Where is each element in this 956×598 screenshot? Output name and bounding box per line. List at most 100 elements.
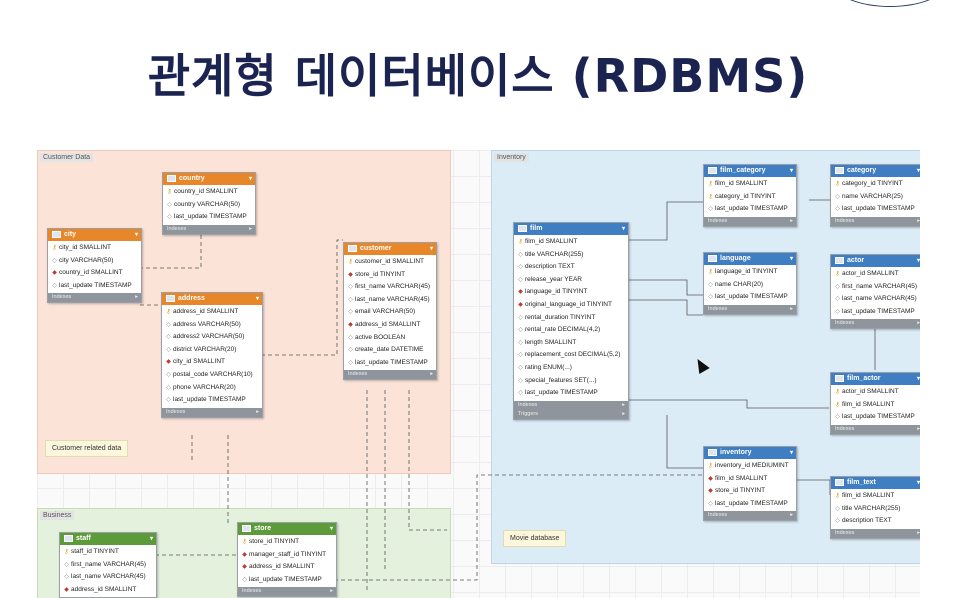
expand-arrow-icon[interactable]: ▸ [622,401,625,408]
table-header[interactable]: store▾ [238,523,336,535]
table-country[interactable]: country▾⚷country_id SMALLINT◇country VAR… [162,172,256,235]
chevron-down-icon[interactable]: ▾ [134,232,138,238]
chevron-down-icon[interactable]: ▾ [329,526,333,532]
table-column: ◆store_id TINYINT [704,485,796,498]
table-actor[interactable]: actor▾⚷actor_id SMALLINT◇first_name VARC… [830,254,920,330]
table-footer[interactable]: Triggers▸ [514,409,628,419]
expand-arrow-icon[interactable]: ▸ [330,588,333,595]
column-text: active BOOLEAN [355,333,406,341]
expand-arrow-icon[interactable]: ▸ [622,410,625,417]
expand-arrow-icon[interactable]: ▸ [917,425,920,432]
column-text: create_date DATETIME [355,346,424,354]
table-staff[interactable]: staff▾⚷staff_id TINYINT◇first_name VARCH… [59,532,157,598]
table-icon [242,524,251,532]
column-text: film_id SMALLINT [842,492,895,499]
table-footer[interactable]: Indexes▸ [163,224,255,234]
expand-arrow-icon[interactable]: ▸ [790,512,793,519]
expand-arrow-icon[interactable]: ▸ [917,217,920,224]
table-header[interactable]: film_category▾ [704,165,796,177]
table-header[interactable]: film_text▾ [831,477,920,489]
table-header[interactable]: film_actor▾ [831,373,920,385]
column-text: release_year YEAR [525,275,582,283]
column-icon: ◇ [52,257,57,264]
table-customer[interactable]: customer▾⚷customer_id SMALLINT◆store_id … [343,242,437,381]
chevron-down-icon[interactable]: ▾ [916,480,920,486]
expand-arrow-icon[interactable]: ▸ [256,408,259,415]
expand-arrow-icon[interactable]: ▸ [249,225,252,232]
table-column: ◇first_name VARCHAR(45) [344,281,436,294]
table-footer[interactable]: Indexes▸ [704,511,796,521]
table-footer[interactable]: Indexes▸ [831,216,920,226]
table-category[interactable]: category▾⚷category_id TINYINT◇name VARCH… [830,164,920,227]
column-text: film_id SMALLINT [715,180,768,187]
table-footer[interactable]: Indexes▸ [831,528,920,538]
table-film-text[interactable]: film_text▾⚷film_id SMALLINT◇title VARCHA… [830,476,920,539]
table-footer[interactable]: Indexes▸ [238,587,336,597]
table-footer[interactable]: Indexes▸ [48,293,141,303]
link-address-customer [261,239,343,356]
table-header[interactable]: country▾ [163,173,255,185]
column-text: last_update TIMESTAMP [842,205,915,213]
table-header[interactable]: customer▾ [344,243,436,255]
link-film-film-actor [627,399,829,409]
link-film-inventory [666,415,703,469]
table-column: ◇name VARCHAR(25) [831,191,920,204]
expand-arrow-icon[interactable]: ▸ [917,320,920,327]
expand-arrow-icon[interactable]: ▸ [917,529,920,536]
column-text: address_id SMALLINT [173,308,239,315]
table-header[interactable]: actor▾ [831,255,920,267]
expand-arrow-icon[interactable]: ▸ [135,294,138,301]
table-footer[interactable]: Indexes▸ [162,407,262,417]
table-film[interactable]: film▾⚷film_id SMALLINT◇title VARCHAR(255… [513,222,629,420]
table-address[interactable]: address▾⚷address_id SMALLINT◇address VAR… [161,292,263,418]
table-column: ◆store_id TINYINT [344,269,436,282]
chevron-down-icon[interactable]: ▾ [916,168,920,174]
table-column: ◇release_year YEAR [514,274,628,287]
table-footer[interactable]: Indexes▸ [704,216,796,226]
column-icon: ◇ [166,321,171,328]
table-header[interactable]: address▾ [162,293,262,305]
table-footer[interactable]: Indexes▸ [514,400,628,410]
table-city[interactable]: city▾⚷city_id SMALLINT◇city VARCHAR(50)◆… [47,228,142,304]
table-column: ◇create_date DATETIME [344,344,436,357]
table-header[interactable]: film▾ [514,223,628,235]
chevron-down-icon[interactable]: ▾ [916,376,920,382]
table-store[interactable]: store▾⚷store_id TINYINT◆manager_staff_id… [237,522,337,598]
table-footer[interactable]: Indexes▸ [831,424,920,434]
chevron-down-icon[interactable]: ▾ [789,450,793,456]
table-film-actor[interactable]: film_actor▾⚷actor_id SMALLINT⚷film_id SM… [830,372,920,435]
table-inventory[interactable]: inventory▾⚷inventory_id MEDIUMINT◆film_i… [703,446,797,522]
link-film-film-category [627,201,703,241]
table-footer[interactable]: Indexes▸ [704,304,796,314]
expand-arrow-icon[interactable]: ▸ [430,371,433,378]
table-name: category [847,167,877,174]
table-language[interactable]: language▾⚷language_id TINYINT◇name CHAR(… [703,252,797,315]
column-icon: ◇ [518,352,523,359]
column-icon: ◇ [835,283,840,290]
table-footer[interactable]: Indexes▸ [831,319,920,329]
column-text: language_id TINYINT [715,268,778,275]
expand-arrow-icon[interactable]: ▸ [790,217,793,224]
table-header[interactable]: city▾ [48,229,141,241]
primary-key-icon: ⚷ [835,401,840,408]
table-footer[interactable]: Indexes▸ [344,370,436,380]
chevron-down-icon[interactable]: ▾ [916,258,920,264]
table-icon [348,244,357,252]
table-column: ⚷staff_id TINYINT [60,546,156,559]
table-column: ◇address VARCHAR(50) [162,319,262,332]
chevron-down-icon[interactable]: ▾ [255,296,259,302]
table-header[interactable]: staff▾ [60,533,156,545]
chevron-down-icon[interactable]: ▾ [789,256,793,262]
table-column: ◇country VARCHAR(50) [163,199,255,212]
table-header[interactable]: category ▾ [831,165,920,177]
table-header[interactable]: language ▾ [704,253,796,265]
table-name: language [720,255,751,262]
expand-arrow-icon[interactable]: ▸ [790,305,793,312]
chevron-down-icon[interactable]: ▾ [429,246,433,252]
table-header[interactable]: inventory▾ [704,447,796,459]
chevron-down-icon[interactable]: ▾ [149,536,153,542]
chevron-down-icon[interactable]: ▾ [248,176,252,182]
chevron-down-icon[interactable]: ▾ [789,168,793,174]
chevron-down-icon[interactable]: ▾ [621,226,625,232]
table-film-category[interactable]: film_category▾⚷film_id SMALLINT⚷category… [703,164,797,227]
